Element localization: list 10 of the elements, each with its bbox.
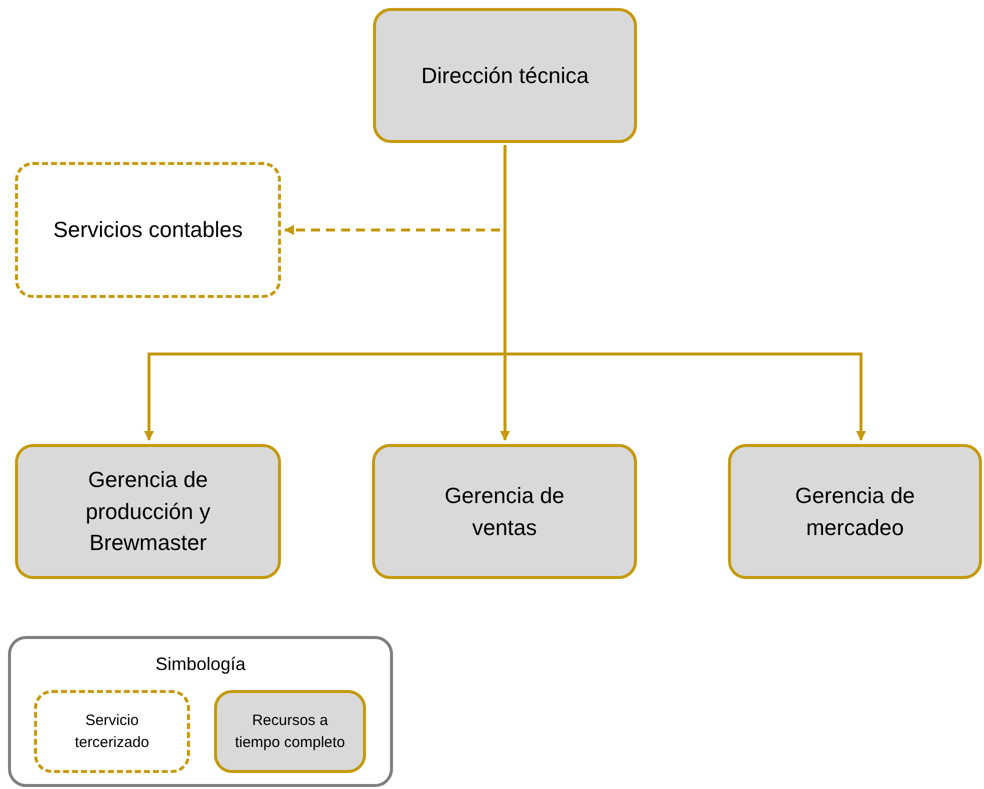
org-box: Gerencia de mercadeo [728, 444, 982, 579]
org-box: Recursos a tiempo completo [214, 690, 366, 773]
legend-panel [8, 636, 393, 787]
outsourced-box: Servicio tercerizado [34, 690, 190, 773]
org-box: Gerencia de ventas [372, 444, 637, 579]
legend-title: Simbología [154, 653, 247, 676]
arrow [504, 145, 866, 441]
org-box: Dirección técnica [373, 8, 637, 143]
org-box: Gerencia de producción y Brewmaster [15, 444, 281, 579]
outsourced-box: Servicios contables [15, 162, 281, 298]
